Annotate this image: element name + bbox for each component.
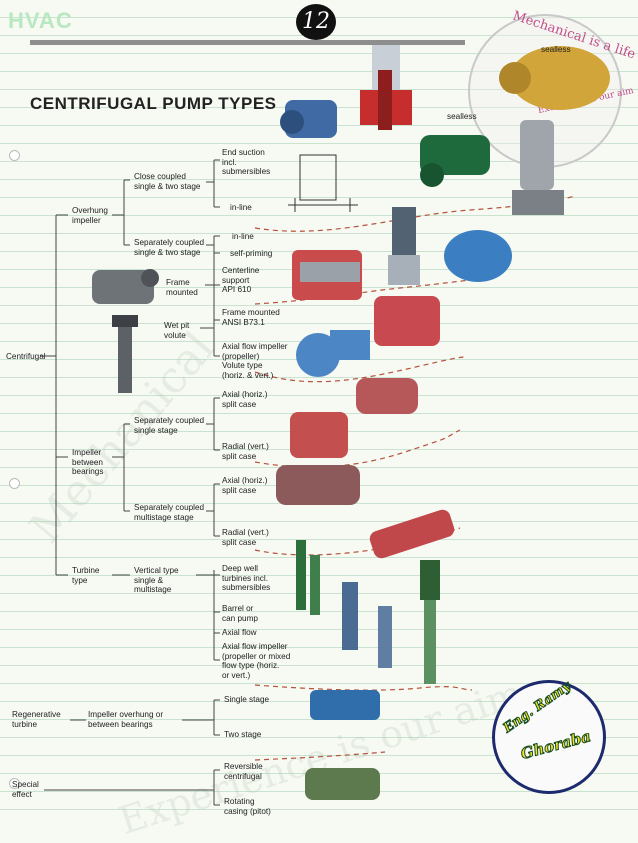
tree-barrel: Barrel or can pump xyxy=(222,604,258,623)
tree-inline-1: in-line xyxy=(230,203,252,212)
brand-label: HVAC xyxy=(8,8,73,33)
pump-photo-cutaway-1 xyxy=(292,250,362,300)
pump-photo-deep-well xyxy=(296,540,320,615)
pump-photo-vertical-green xyxy=(420,560,440,684)
pump-photo-axial xyxy=(378,606,392,668)
binder-hole-top xyxy=(9,150,20,161)
tree-root: Centrifugal xyxy=(6,352,46,361)
pump-photo-radial-split-2 xyxy=(369,509,455,559)
tree-vertical: Vertical type single & multistage xyxy=(134,566,179,594)
tree-rotating: Rotating casing (pitot) xyxy=(224,797,271,816)
pump-photo-pitot xyxy=(305,768,380,800)
tree-end-suction: End suction incl. submersibles xyxy=(222,148,271,176)
photo-label-sealless-top: sealless xyxy=(541,45,571,54)
binder-hole-bottom xyxy=(9,778,20,789)
binder-hole-mid xyxy=(9,478,20,489)
tree-inline-2: in-line xyxy=(232,232,254,241)
tree-single-stage: Single stage xyxy=(224,695,270,704)
tree-separately-multi: Separately coupled multistage stage xyxy=(134,503,205,522)
pump-photo-inline-vertical-red xyxy=(360,45,412,130)
tree-self-priming: self-priming xyxy=(230,249,273,258)
pump-photo-axial-split-2 xyxy=(276,465,360,505)
header-rule xyxy=(30,40,465,45)
pump-photo-barrel xyxy=(342,582,358,650)
tree-axial-horiz-2: Axial (horiz.) split case xyxy=(222,476,268,495)
pump-photo-self-priming-blue xyxy=(444,230,512,282)
pump-sketch-inline xyxy=(288,154,358,212)
tree-axial-horiz-1: Axial (horiz.) split case xyxy=(222,390,268,409)
page-title: CENTRIFUGAL PUMP TYPES xyxy=(30,94,277,113)
tree-separately-coupled: Separately coupled single & two stage xyxy=(134,238,205,257)
tree-wet-pit: Wet pit volute xyxy=(164,321,190,340)
photo-label-sealless-mid: sealless xyxy=(447,112,477,121)
tree-frame-mounted: Frame mounted xyxy=(166,278,198,297)
pump-photo-wet-pit xyxy=(112,315,138,393)
tree-two-stage: Two stage xyxy=(224,730,262,739)
pump-photo-frame-mounted-grey xyxy=(92,269,159,304)
tree-axial-mixed: Axial flow impeller (propeller or mixed … xyxy=(222,642,291,680)
tree-close-coupled: Close coupled single & two stage xyxy=(134,172,201,191)
tree-regenerative: Regenerative turbine xyxy=(12,710,61,729)
tree-centerline: Centerline support API 610 xyxy=(222,266,260,294)
tree-overhung: Overhung impeller xyxy=(72,206,108,225)
pump-photo-close-coupled xyxy=(280,100,337,138)
pump-photo-end-suction-green xyxy=(420,135,490,187)
pump-photo-submersible xyxy=(512,120,564,215)
pump-photo-axial-flow-volute xyxy=(296,330,370,377)
tree-axial-flow: Axial flow xyxy=(222,628,257,637)
author-logo xyxy=(492,680,606,794)
tree-radial-vert-2: Radial (vert.) split case xyxy=(222,528,269,547)
pump-photo-axial-split-1 xyxy=(356,378,418,414)
tree-separately-single: Separately coupled single stage xyxy=(134,416,205,435)
tree-turbine: Turbine type xyxy=(72,566,100,585)
pump-photo-cutaway-2 xyxy=(374,296,440,346)
tree-between-bearings: Impeller between bearings xyxy=(72,448,104,476)
pump-photo-sealless-yellow xyxy=(499,46,610,110)
pump-photo-regenerative xyxy=(310,690,380,720)
pump-photo-radial-split-1 xyxy=(290,412,348,458)
tree-frame-ansi: Frame mounted ANSI B73.1 xyxy=(222,308,280,327)
tree-reversible: Reversible centrifugal xyxy=(224,762,263,781)
tree-impeller-overhung-between: Impeller overhung or between bearings xyxy=(88,710,164,729)
pump-photo-vertical-inline xyxy=(388,207,420,285)
tree-special: Special effect xyxy=(12,780,39,799)
tree-deep-well: Deep well turbines incl. submersibles xyxy=(222,564,271,592)
tree-radial-vert-1: Radial (vert.) split case xyxy=(222,442,269,461)
page-number: 12 xyxy=(296,4,336,40)
tree-axial-flow-impeller: Axial flow impeller (propeller) Volute t… xyxy=(222,342,288,380)
